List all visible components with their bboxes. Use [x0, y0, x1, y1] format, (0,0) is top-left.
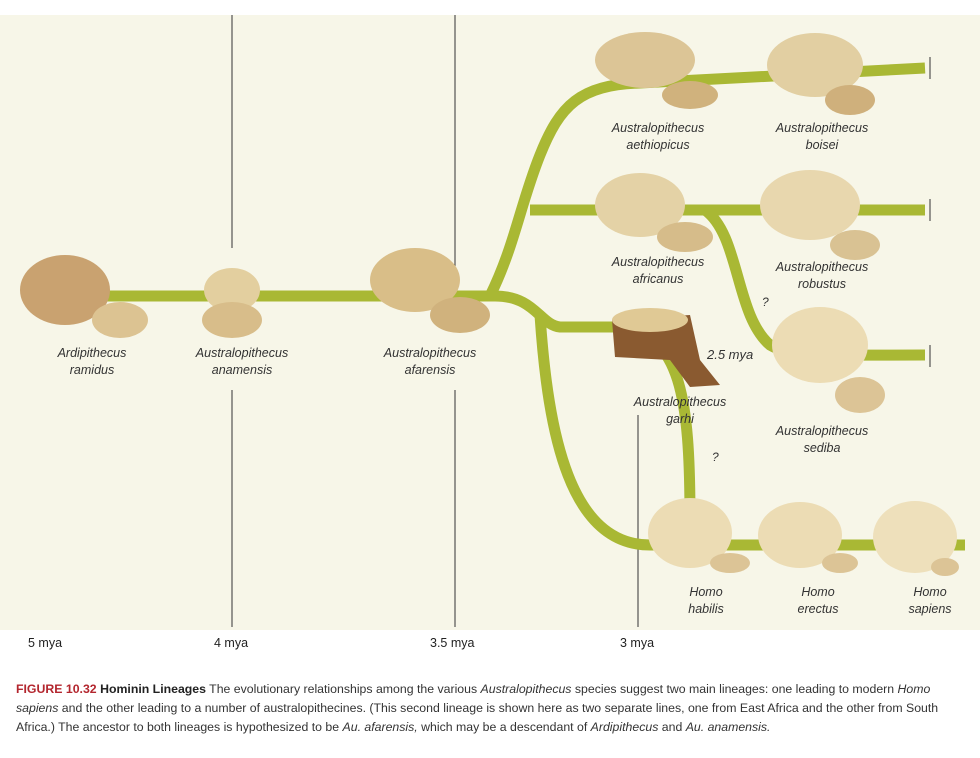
skull-habilis [648, 498, 750, 573]
caption-text: species suggest two main lineages: one l… [571, 682, 898, 696]
figure-number: FIGURE 10.32 [16, 682, 97, 696]
caption-italic: Homo sapiens [16, 682, 931, 715]
time-label-5mya: 5 mya [28, 636, 63, 650]
time-label-4mya: 4 mya [214, 636, 249, 650]
garhi-date: 2.5 mya [707, 347, 754, 362]
caption-italic: Au. anamensis. [685, 720, 771, 734]
figure-title: Hominin Lineages [100, 682, 206, 696]
skull-ardipithecus-ramidus [20, 255, 148, 338]
branch-homo [534, 314, 965, 551]
caption-text: and the other leading to a number of aus… [16, 701, 939, 734]
caption-text: and [658, 720, 686, 734]
skull-garhi [612, 308, 720, 387]
uncertain-mark-habilis: ? [712, 450, 719, 464]
time-label-3mya: 3 mya [620, 636, 655, 650]
skull-anamensis [202, 268, 262, 338]
skull-sediba [772, 307, 885, 413]
skull-africanus [595, 173, 713, 252]
skull-afarensis [370, 248, 490, 333]
skull-aethiopicus [595, 32, 718, 109]
caption-italic: Ardipithecus [590, 720, 659, 734]
skull-robustus [760, 170, 880, 260]
lineage-lines [20, 15, 965, 627]
uncertain-mark-sediba: ? [762, 295, 769, 309]
figure-caption: FIGURE 10.32 Hominin Lineages The evolut… [16, 680, 966, 737]
skull-erectus [758, 502, 858, 573]
skull-sapiens [873, 501, 959, 576]
caption-text: The evolutionary relationships among the… [205, 682, 481, 696]
branch-east-robust [485, 62, 926, 299]
caption-text: which may be a descendant of [417, 720, 591, 734]
skull-boisei [767, 33, 875, 115]
caption-italic: Australopithecus [480, 682, 572, 696]
time-gridlines [231, 15, 931, 627]
skulls [20, 32, 959, 576]
caption-italic: Au. afarensis, [342, 720, 418, 734]
time-label-3.5mya: 3.5 mya [430, 636, 475, 650]
